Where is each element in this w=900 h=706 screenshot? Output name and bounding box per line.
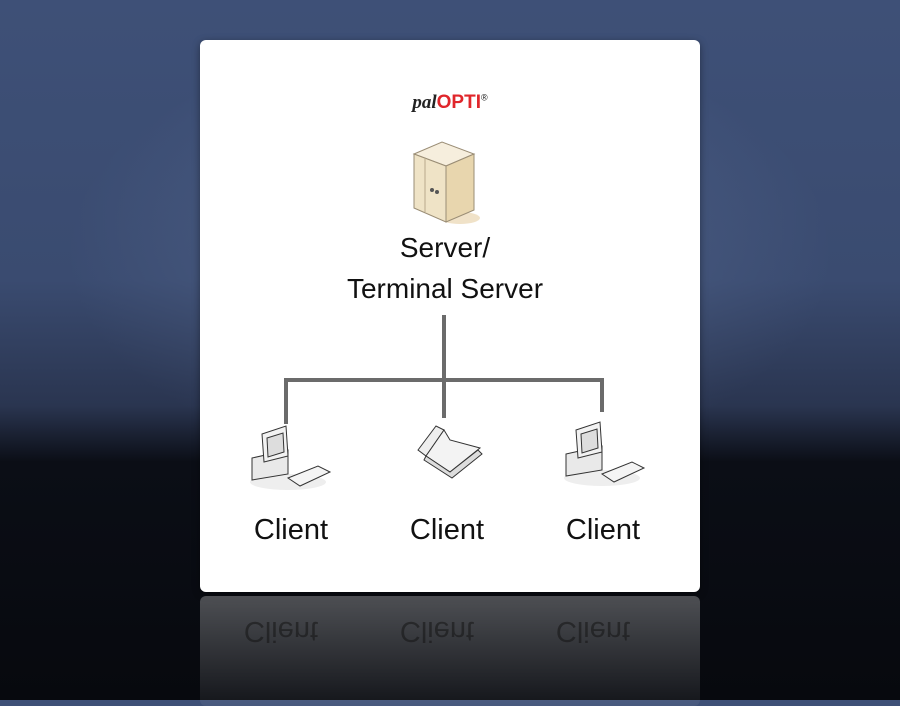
reflected-client-label-1: Client (243, 615, 319, 647)
logo-registered: ® (480, 92, 488, 103)
logo-pal: pal (412, 92, 437, 113)
client-label-1: Client (253, 514, 329, 546)
connector-client-3 (600, 378, 604, 412)
reflected-client-label-3: Client (555, 615, 631, 647)
desktop-computer-icon (250, 425, 332, 490)
desktop-computer-icon (564, 421, 646, 486)
connector-trunk (442, 315, 446, 383)
connector-client-1 (284, 378, 288, 424)
logo-opti: OPTI (436, 92, 481, 113)
server-label-line2: Terminal Server (346, 273, 544, 304)
network-diagram-card: palOPTI® Server/ Terminal Server Client … (200, 40, 700, 592)
card-reflection: Client Client Client (200, 596, 700, 706)
connector-client-2 (442, 378, 446, 418)
client-label-3: Client (565, 514, 641, 546)
laptop-icon (417, 425, 483, 479)
server-tower-icon (412, 141, 480, 224)
server-label-line1: Server/ (399, 232, 491, 263)
palopti-logo: palOPTI® (200, 92, 700, 114)
client-label-2: Client (409, 514, 485, 546)
reflected-client-label-2: Client (399, 615, 475, 647)
